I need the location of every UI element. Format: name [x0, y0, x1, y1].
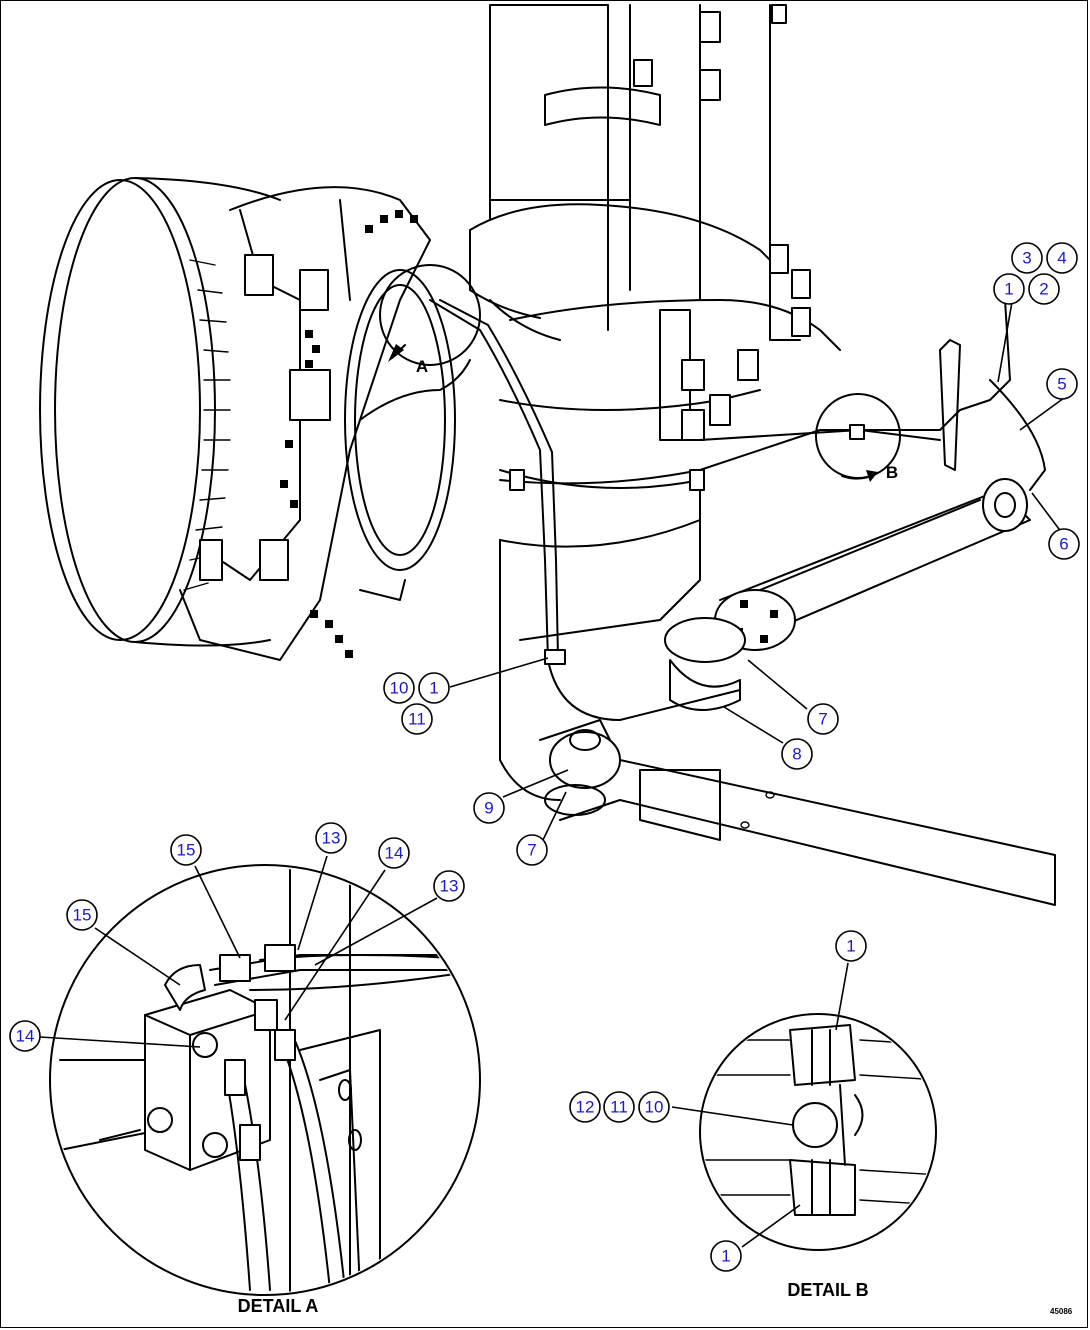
- svg-text:14: 14: [16, 1027, 35, 1046]
- balloon-5[interactable]: 5: [1046, 368, 1078, 400]
- balloon-13-right[interactable]: 13: [433, 870, 465, 902]
- svg-text:10: 10: [645, 1098, 664, 1117]
- detail-b: DETAIL B: [699, 1013, 937, 1300]
- svg-text:7: 7: [527, 841, 536, 860]
- svg-text:11: 11: [610, 1098, 628, 1117]
- svg-text:1: 1: [846, 937, 855, 956]
- svg-text:1: 1: [1004, 280, 1013, 299]
- balloon-4[interactable]: 4: [1046, 242, 1078, 274]
- svg-text:13: 13: [322, 829, 341, 848]
- svg-text:14: 14: [385, 844, 404, 863]
- drawing-code: 45086: [1050, 1307, 1073, 1316]
- balloon-12[interactable]: 12: [569, 1091, 601, 1123]
- balloon-2[interactable]: 2: [1028, 273, 1060, 305]
- balloon-6[interactable]: 6: [1048, 528, 1080, 560]
- view-a-letter: A: [416, 357, 428, 376]
- svg-text:1: 1: [429, 679, 438, 698]
- balloons: 3 4 1 2 5 6 10 1 11 7 8 9 7 15 13 14 13 …: [9, 242, 1080, 1272]
- svg-text:12: 12: [576, 1098, 595, 1117]
- balloon-10-detail-b[interactable]: 10: [638, 1091, 670, 1123]
- balloon-9[interactable]: 9: [473, 792, 505, 824]
- balloon-1-top[interactable]: 1: [993, 273, 1025, 305]
- balloon-7-lower[interactable]: 7: [516, 834, 548, 866]
- svg-text:10: 10: [390, 679, 409, 698]
- leader-lines: [39, 301, 1065, 1248]
- svg-text:15: 15: [177, 841, 196, 860]
- balloon-7-right[interactable]: 7: [807, 703, 839, 735]
- svg-text:3: 3: [1022, 249, 1031, 268]
- svg-text:11: 11: [408, 710, 426, 729]
- balloon-8[interactable]: 8: [781, 738, 813, 770]
- detail-b-title: DETAIL B: [787, 1280, 868, 1300]
- balloon-13-top[interactable]: 13: [315, 822, 347, 854]
- svg-text:6: 6: [1059, 535, 1068, 554]
- balloon-11-detail-b[interactable]: 11: [603, 1091, 635, 1123]
- balloon-1-detail-b-top[interactable]: 1: [835, 930, 867, 962]
- balloon-14-top[interactable]: 14: [378, 837, 410, 869]
- svg-text:4: 4: [1057, 249, 1066, 268]
- detail-a: DETAIL A: [49, 864, 481, 1316]
- balloon-15-top[interactable]: 15: [170, 834, 202, 866]
- balloon-3[interactable]: 3: [1011, 242, 1043, 274]
- main-assembly: A B: [39, 4, 1056, 906]
- svg-text:13: 13: [440, 877, 459, 896]
- balloon-14-left[interactable]: 14: [9, 1020, 41, 1052]
- balloon-11-main[interactable]: 11: [401, 703, 433, 735]
- svg-text:8: 8: [792, 745, 801, 764]
- svg-text:9: 9: [484, 799, 493, 818]
- svg-text:1: 1: [721, 1247, 730, 1266]
- svg-text:15: 15: [73, 906, 92, 925]
- balloon-1-detail-b-bottom[interactable]: 1: [710, 1240, 742, 1272]
- svg-text:2: 2: [1039, 280, 1048, 299]
- balloon-1-main[interactable]: 1: [418, 672, 450, 704]
- detail-a-title: DETAIL A: [238, 1296, 319, 1316]
- balloon-15-left[interactable]: 15: [66, 899, 98, 931]
- view-b-letter: B: [886, 463, 898, 482]
- balloon-10-main[interactable]: 10: [383, 672, 415, 704]
- svg-text:5: 5: [1057, 375, 1066, 394]
- svg-text:7: 7: [818, 710, 827, 729]
